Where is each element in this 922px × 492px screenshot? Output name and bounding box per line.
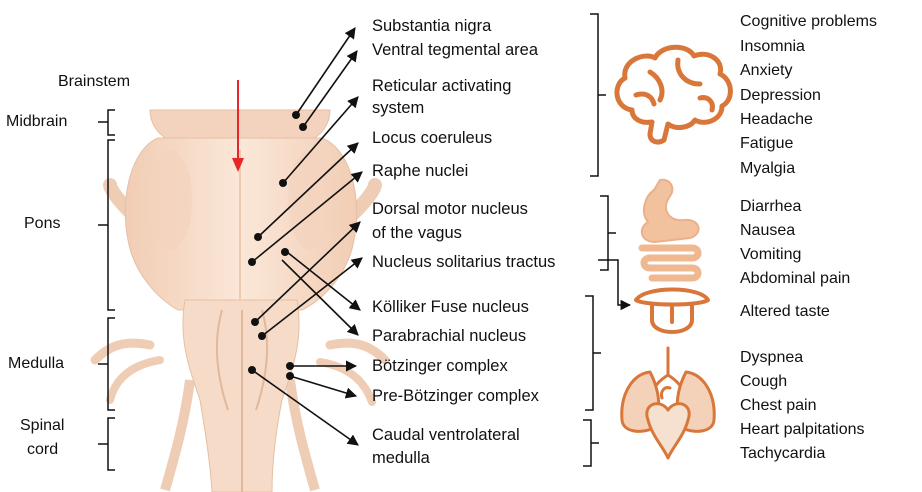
symptom-label: Vomiting (740, 243, 801, 266)
symptom-label: Insomnia (740, 35, 805, 58)
symptom-label: Dyspnea (740, 346, 803, 369)
symptom-label: Diarrhea (740, 195, 801, 218)
spinal-cord-label-2: cord (27, 440, 58, 460)
nucleus-label: Bötzinger complex (372, 356, 508, 376)
symptom-label: Altered taste (740, 300, 830, 323)
intestine-icon (642, 180, 699, 278)
symptom-label: Chest pain (740, 394, 817, 417)
taste-connector (598, 260, 630, 305)
nucleus-label: Dorsal motor nucleus (372, 199, 528, 219)
heart-lungs-icon (622, 348, 714, 458)
symptom-label: Myalgia (740, 157, 795, 180)
symptom-label: Depression (740, 84, 821, 107)
medulla-label: Medulla (8, 354, 64, 374)
group-brackets (583, 14, 616, 466)
nucleus-label: Caudal ventrolateral (372, 425, 520, 445)
symptom-label: Nausea (740, 219, 795, 242)
brain-icon (617, 47, 730, 142)
symptom-label: Headache (740, 108, 813, 131)
spinal-cord-label-1: Spinal (20, 416, 64, 436)
nucleus-label: Pre-Bötzinger complex (372, 386, 539, 406)
symptom-label: Anxiety (740, 59, 792, 82)
region-brackets (98, 110, 115, 470)
nucleus-label: Parabrachial nucleus (372, 326, 526, 346)
symptom-label: Cognitive problems (740, 10, 877, 33)
brainstem-label: Brainstem (58, 72, 130, 92)
nucleus-label: Locus coeruleus (372, 128, 492, 148)
nucleus-label: medulla (372, 448, 430, 468)
nucleus-label: Raphe nuclei (372, 161, 468, 181)
midbrain-label: Midbrain (6, 112, 67, 132)
symptom-label: Heart palpitations (740, 418, 865, 441)
nucleus-label: system (372, 98, 424, 118)
nucleus-label: Nucleus solitarius tractus (372, 252, 555, 272)
tongue-icon (636, 290, 708, 333)
nucleus-label: Kölliker Fuse nucleus (372, 297, 529, 317)
nucleus-label: of the vagus (372, 223, 462, 243)
pons-label: Pons (24, 214, 60, 234)
symptom-label: Fatigue (740, 132, 793, 155)
symptom-label: Abdominal pain (740, 267, 850, 290)
nucleus-label: Ventral tegmental area (372, 40, 538, 60)
nucleus-label: Reticular activating (372, 76, 511, 96)
nucleus-label: Substantia nigra (372, 16, 491, 36)
symptom-label: Cough (740, 370, 787, 393)
symptom-label: Tachycardia (740, 442, 825, 465)
